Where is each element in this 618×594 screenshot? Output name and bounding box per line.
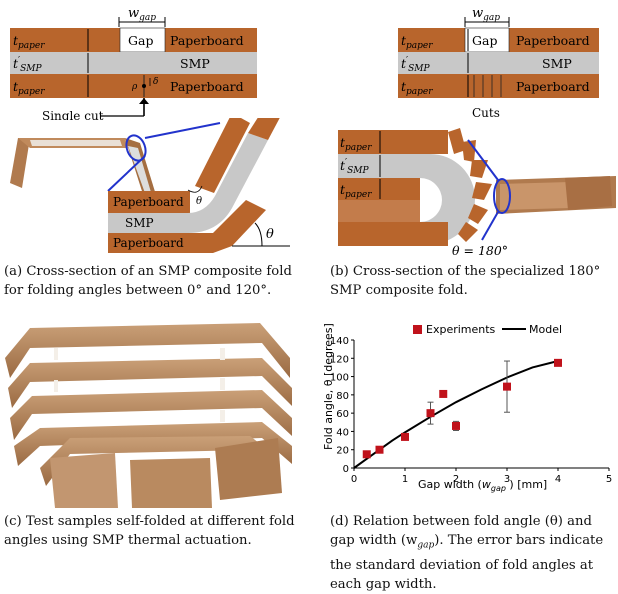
- x-tick-label: 2: [453, 474, 459, 485]
- cuts-label: Cuts: [472, 106, 500, 120]
- rho-label: ρ: [131, 82, 138, 92]
- caption-b: (b) Cross-section of the specialized 180…: [330, 264, 601, 298]
- fold-paperboard-top: Paperboard: [113, 195, 184, 209]
- panel-c-photo: [5, 323, 292, 508]
- y-tick-label: 120: [330, 354, 349, 365]
- x-tick-label: 1: [402, 474, 408, 485]
- b-fold-t-smp: t′SMP: [340, 158, 369, 176]
- legend-model-label: Model: [529, 323, 562, 336]
- experiment-point: [362, 450, 371, 459]
- w-gap-label: wgap: [128, 6, 156, 23]
- panel-a-fold: Paperboard SMP Paperboard θ θ: [10, 118, 290, 253]
- caption-c: (c) Test samples self-folded at differen…: [4, 514, 295, 548]
- b-t-paper-bottom: tpaper: [401, 79, 433, 97]
- experiment-point: [554, 358, 562, 367]
- b-sample-photo: [496, 176, 616, 214]
- t-smp-label: t′SMP: [13, 56, 42, 74]
- b-t-paper-top: tpaper: [401, 33, 433, 51]
- chart-xlabel: Gap width (wgap ) [mm]: [418, 478, 547, 493]
- y-tick-label: 100: [330, 373, 349, 384]
- fold-paperboard-bottom: Paperboard: [113, 236, 184, 250]
- y-tick-label: 0: [343, 464, 349, 475]
- x-tick-label: 4: [555, 474, 561, 485]
- b-paperboard-top: Paperboard: [516, 33, 590, 48]
- top-paperboard-left: [10, 28, 120, 52]
- x-tick-label: 5: [606, 474, 612, 485]
- b-fold-t-paper-bottom: tpaper: [340, 182, 372, 200]
- experiment-point: [401, 432, 409, 441]
- b-smp-label: SMP: [542, 56, 572, 71]
- panel-b-schematic: wgap Gap Paperboard SMP Paperboard tpape…: [398, 6, 599, 120]
- t-paper-label-bottom: tpaper: [13, 79, 45, 97]
- paperboard-label-top: Paperboard: [170, 33, 244, 48]
- legend-experiments-label: Experiments: [426, 323, 496, 336]
- fold-angle-chart: 0 20 40 60 80 100 120 140 0 1 2 3 4 5 Experiments Mod…: [322, 323, 612, 493]
- panel-a-schematic: wgap Gap Paperboard SMP Paperboard tpape…: [10, 6, 257, 120]
- b-w-gap-label: wgap: [472, 6, 500, 23]
- b-gap-label: Gap: [472, 33, 497, 48]
- panel-b-fold: tpaper t′SMP tpaper θ = 180°: [338, 128, 616, 258]
- x-tick-label: 3: [504, 474, 510, 485]
- theta-180-label: θ = 180°: [452, 243, 508, 258]
- smp-label: SMP: [180, 56, 210, 71]
- theta-small-label: θ: [196, 196, 202, 207]
- paperboard-label-bottom: Paperboard: [170, 79, 244, 94]
- experiment-point: [452, 421, 460, 430]
- theta-label: θ: [266, 227, 274, 242]
- delta-label: δ: [153, 77, 158, 87]
- stacked-samples: [5, 323, 292, 508]
- chart-ylabel: Fold angle, θ [degrees]: [322, 323, 335, 450]
- b-t-smp: t′SMP: [401, 56, 430, 74]
- single-cut-label: Single cut: [42, 109, 104, 120]
- y-tick-label: 140: [330, 336, 349, 347]
- fold-smp-label: SMP: [125, 216, 154, 230]
- b-fold-t-paper-top: tpaper: [340, 135, 372, 153]
- caption-a: (a) Cross-section of an SMP composite fo…: [4, 264, 292, 298]
- model-series-line: [353, 360, 559, 469]
- y-tick-label: 80: [336, 391, 349, 402]
- gap-label: Gap: [128, 33, 153, 48]
- experiment-point: [375, 445, 384, 454]
- bottom-paperboard: [10, 74, 257, 98]
- experiment-point: [426, 409, 435, 418]
- y-tick-label: 60: [336, 409, 349, 420]
- y-tick-label: 40: [336, 427, 349, 438]
- b-paperboard-bottom: Paperboard: [516, 79, 590, 94]
- top-paperboard-right: [165, 28, 257, 52]
- cut-lines: [473, 75, 502, 97]
- t-paper-label-top: tpaper: [13, 33, 45, 51]
- experiment-point: [439, 389, 448, 398]
- experiment-point: [503, 382, 511, 391]
- sample-highlights: [54, 348, 225, 422]
- legend-experiments-marker: [413, 325, 422, 334]
- caption-d: (d) Relation between fold angle (θ) and …: [330, 514, 604, 592]
- y-tick-label: 20: [336, 446, 349, 457]
- x-tick-label: 0: [351, 474, 357, 485]
- smp-layer: [10, 52, 257, 74]
- fold-teeth: [448, 128, 492, 242]
